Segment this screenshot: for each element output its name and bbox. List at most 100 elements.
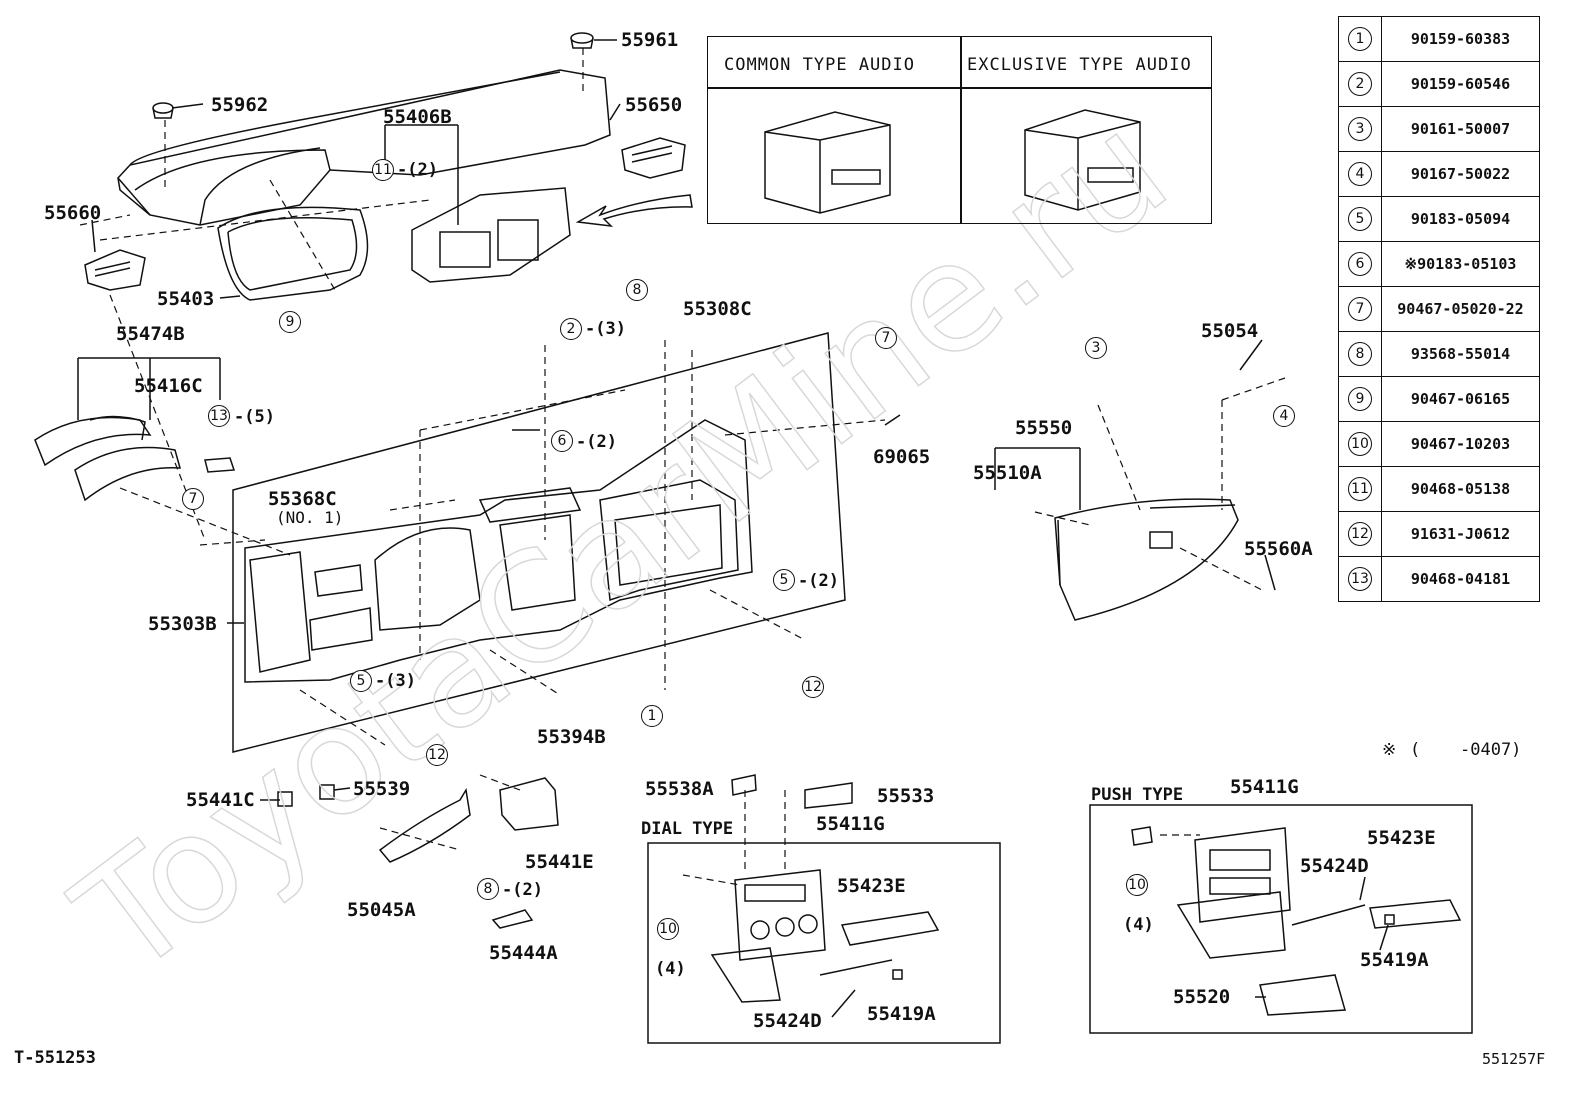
- ref-number-circle: 10: [1348, 432, 1372, 456]
- vent-55650: [621, 137, 686, 179]
- ref-circle-5a: 5: [773, 569, 795, 591]
- part-number-cell: ※90183-05103: [1381, 241, 1540, 287]
- ref-circle-6: 6: [551, 430, 573, 452]
- audio-type-box: COMMON TYPE AUDIO EXCLUSIVE TYPE AUDIO: [707, 36, 1212, 224]
- glove-box-55550: [1054, 498, 1239, 621]
- ref-qty-8b: -(2): [502, 880, 543, 900]
- column-cover-55416c: [74, 446, 182, 502]
- part-label-55406b: 55406B: [383, 106, 452, 128]
- ref-number-circle: 3: [1348, 117, 1372, 141]
- ref-circle-3: 3: [1085, 337, 1107, 359]
- ref-circle-8a: 8: [626, 279, 648, 301]
- push-type-frame: [1089, 804, 1473, 1034]
- part-label-55510a: 55510A: [973, 462, 1042, 484]
- part-label-55303b: 55303B: [148, 613, 217, 635]
- ref-circle-12b: 12: [426, 744, 448, 766]
- part-label-55961: 55961: [621, 29, 679, 51]
- diagram-code-left: T-551253: [14, 1048, 96, 1068]
- part-label-55411g-dial: 55411G: [816, 813, 885, 835]
- ref-qty-13: -(5): [234, 407, 275, 427]
- part-label-55045a: 55045A: [347, 899, 416, 921]
- parts-table-row: 7 90467-05020-22: [1338, 286, 1540, 332]
- parts-table-row: 8 93568-55014: [1338, 331, 1540, 377]
- speaker-cap-55962: [152, 102, 174, 114]
- part-label-55550: 55550: [1015, 417, 1073, 439]
- part-number-cell: 90468-04181: [1381, 556, 1540, 602]
- part-number-cell: 93568-55014: [1381, 331, 1540, 377]
- part-number-cell: 90183-05094: [1381, 196, 1540, 242]
- ref-qty-5a: -(2): [798, 571, 839, 591]
- ref-qty-11: -(2): [397, 160, 438, 180]
- dial-type-heater-panel: [710, 869, 826, 1003]
- ref-circle-5b: 5: [350, 670, 372, 692]
- ref-qty-6: -(2): [576, 432, 617, 452]
- ref-number-circle: 6: [1348, 252, 1372, 276]
- ref-number-circle: 12: [1348, 522, 1372, 546]
- assembly-arrow: [575, 194, 693, 228]
- ref-circle-12a: 12: [802, 676, 824, 698]
- part-number-cell: 90467-10203: [1381, 421, 1540, 467]
- trim-55444a: [491, 909, 534, 929]
- ref-circle-10a: 10: [657, 918, 679, 940]
- clip-55539: [319, 784, 335, 800]
- part-label-55419a-push: 55419A: [1360, 949, 1429, 971]
- parts-table-row: 4 90167-50022: [1338, 151, 1540, 197]
- ref-number-circle: 11: [1348, 477, 1372, 501]
- part-label-55423e-push: 55423E: [1367, 827, 1436, 849]
- diagram-code-right: 551257F: [1482, 1050, 1546, 1068]
- ref-circle-10b: 10: [1126, 874, 1148, 896]
- push-type-heater-panel: [1176, 827, 1291, 959]
- part-label-55308c: 55308C: [683, 298, 752, 320]
- part-number-cell: 90167-50022: [1381, 151, 1540, 197]
- ref-qty-10b: (4): [1123, 915, 1154, 935]
- ref-number-circle: 4: [1348, 162, 1372, 186]
- garnish-55045a: [378, 787, 471, 863]
- part-label-55424d-push: 55424D: [1300, 855, 1369, 877]
- ref-qty-5b: -(3): [375, 671, 416, 691]
- column-cover-55474b: [34, 416, 152, 467]
- exclusive-audio-label: EXCLUSIVE TYPE AUDIO: [967, 55, 1192, 75]
- part-label-55416c: 55416C: [134, 375, 203, 397]
- part-number-cell: 90159-60383: [1381, 16, 1540, 62]
- part-number-cell: 90468-05138: [1381, 466, 1540, 512]
- dial-type-title: DIAL TYPE: [641, 819, 734, 839]
- ref-circle-7b: 7: [182, 488, 204, 510]
- part-label-55538a: 55538A: [645, 778, 714, 800]
- part-number-cell: 90467-05020-22: [1381, 286, 1540, 332]
- ref-number-circle: 9: [1348, 387, 1372, 411]
- pocket-55441e: [499, 777, 559, 831]
- part-label-55539: 55539: [353, 778, 411, 800]
- part-label-55650: 55650: [625, 94, 683, 116]
- part-label-55560a: 55560A: [1244, 538, 1313, 560]
- ref-circle-8b: 8: [477, 878, 499, 900]
- ref-number-circle: 7: [1348, 297, 1372, 321]
- ref-circle-7a: 7: [875, 327, 897, 349]
- part-label-55403: 55403: [157, 288, 215, 310]
- part-label-55441e: 55441E: [525, 851, 594, 873]
- ref-circle-13: 13: [208, 405, 230, 427]
- ref-number-circle: 5: [1348, 207, 1372, 231]
- push-type-title: PUSH TYPE: [1091, 785, 1184, 805]
- clip-55441c: [277, 791, 293, 807]
- part-label-55424d-dial: 55424D: [753, 1010, 822, 1032]
- part-label-55533: 55533: [877, 785, 935, 807]
- dashboard-upper-panel: [116, 69, 611, 226]
- part-label-55423e-dial: 55423E: [837, 875, 906, 897]
- part-label-55520: 55520: [1173, 986, 1231, 1008]
- ref-number-circle: 2: [1348, 72, 1372, 96]
- cluster-hood-55403: [217, 206, 369, 301]
- part-label-55962: 55962: [211, 94, 269, 116]
- ref-circle-9: 9: [279, 311, 301, 333]
- part-number-cell: 90161-50007: [1381, 106, 1540, 152]
- part-label-55660: 55660: [44, 202, 102, 224]
- audio-unit-exclusive: [1024, 109, 1141, 211]
- parts-table-row: 6 ※90183-05103: [1338, 241, 1540, 287]
- ref-circle-1: 1: [641, 705, 663, 727]
- lower-panel-frame: [232, 332, 846, 753]
- ref-number-circle: 8: [1348, 342, 1372, 366]
- common-audio-label: COMMON TYPE AUDIO: [724, 55, 915, 75]
- part-label-55394b: 55394B: [537, 726, 606, 748]
